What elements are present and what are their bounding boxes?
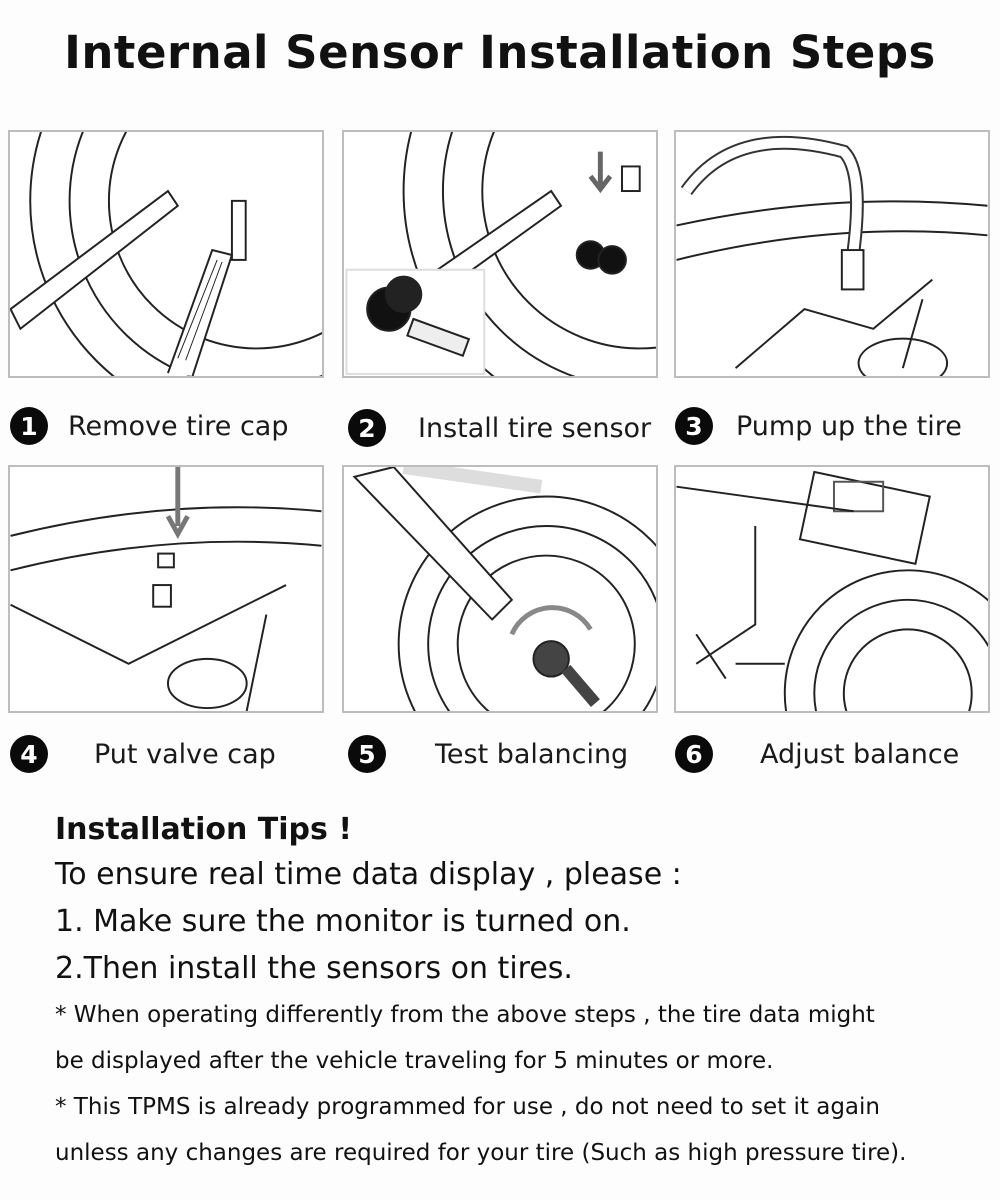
step-number-badge: 1	[10, 407, 48, 445]
step-5-illustration	[342, 465, 658, 713]
step-label: Test balancing	[435, 738, 629, 770]
step-number-badge: 4	[10, 735, 48, 773]
tips-note: * When operating differently from the ab…	[55, 1002, 875, 1028]
step-1-illustration	[8, 130, 324, 378]
tips-line: 1. Make sure the monitor is turned on.	[55, 904, 631, 939]
step-label: Pump up the tire	[736, 410, 962, 442]
step-5: 5 Test balancing	[348, 735, 628, 773]
step-number-badge: 6	[675, 735, 713, 773]
step-label: Install tire sensor	[418, 412, 652, 444]
step-label: Put valve cap	[94, 738, 276, 770]
step-label: Remove tire cap	[68, 410, 289, 442]
tips-line: To ensure real time data display , pleas…	[55, 857, 682, 892]
step-label: Adjust balance	[760, 738, 960, 770]
step-3-illustration	[674, 130, 990, 378]
step-number-badge: 2	[348, 409, 386, 447]
step-4-illustration	[8, 465, 324, 713]
tips-line: 2.Then install the sensors on tires.	[55, 951, 573, 986]
tips-note: be displayed after the vehicle traveling…	[55, 1048, 774, 1074]
step-1: 1 Remove tire cap	[10, 407, 288, 445]
tips-heading: Installation Tips !	[55, 812, 353, 847]
step-3: 3 Pump up the tire	[675, 407, 962, 445]
step-number-badge: 5	[348, 735, 386, 773]
step-6-illustration	[674, 465, 990, 713]
tips-note: * This TPMS is already programmed for us…	[55, 1094, 880, 1120]
step-2: 2 Install tire sensor	[348, 409, 651, 447]
tips-note: unless any changes are required for your…	[55, 1140, 907, 1166]
step-6: 6 Adjust balance	[675, 735, 959, 773]
step-4: 4 Put valve cap	[10, 735, 276, 773]
step-number-badge: 3	[675, 407, 713, 445]
installation-tips: Installation Tips ! To ensure real time …	[55, 812, 975, 1176]
page-title: Internal Sensor Installation Steps	[64, 26, 936, 79]
step-2-illustration	[342, 130, 658, 378]
